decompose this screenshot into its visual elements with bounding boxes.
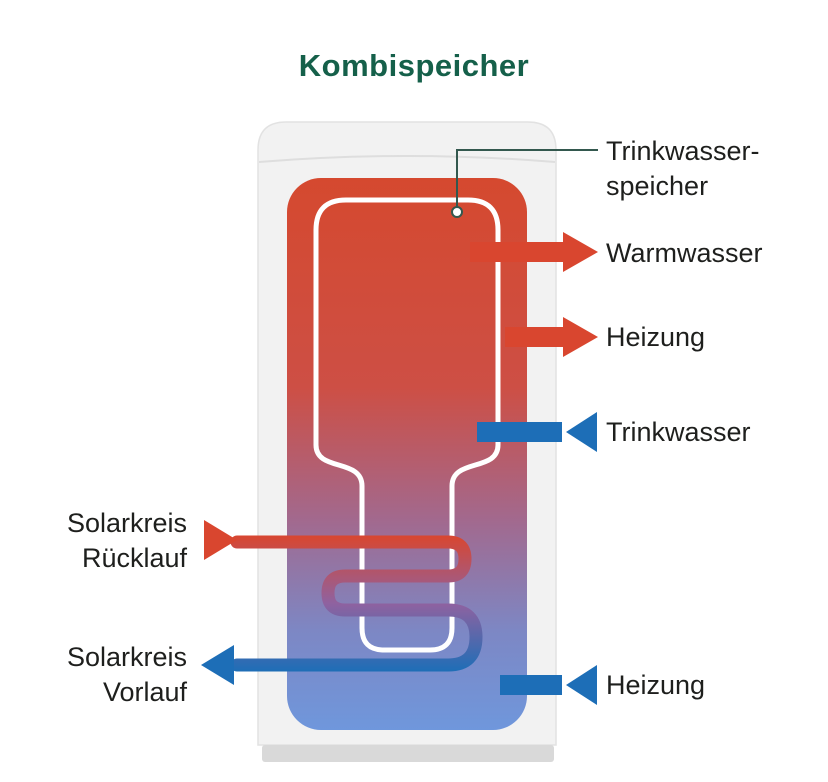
label-heizung-bottom: Heizung (606, 670, 706, 700)
label-trinkwasserspeicher-line1: Trinkwasser- (606, 136, 760, 166)
inner-tank-connector-line (456, 149, 598, 207)
label-trinkwasser: Trinkwasser (606, 417, 751, 447)
tank-lid-seam-line (258, 155, 556, 163)
inner-tank-outline (313, 197, 501, 653)
page-title: Kombispeicher (298, 48, 530, 83)
tank-inner-gradient (287, 178, 527, 730)
label-solarkreis-ruecklauf-line2: Rücklauf (81, 543, 187, 573)
solar-ruecklauf-arrow-head (204, 520, 237, 560)
label-solarkreis-vorlauf: Solarkreis Vorlauf (0, 640, 187, 710)
label-warmwasser: Warmwasser (606, 238, 763, 268)
trinkwasser-arrow-head (566, 412, 597, 452)
label-trinkwasserspeicher-line2: speicher (606, 171, 709, 201)
label-trinkwasserspeicher: Trinkwasser- speicher (606, 134, 760, 204)
label-solarkreis-vorlauf-line2: Vorlauf (102, 677, 187, 707)
heizung-top-arrow-shaft (505, 327, 563, 347)
label-solarkreis-ruecklauf: Solarkreis Rücklauf (0, 506, 187, 576)
heizung-top-arrow-head (563, 317, 598, 357)
solar-vorlauf-arrow-head (201, 645, 234, 685)
solar-coil-pipe (230, 535, 483, 672)
heizung-bottom-arrow-shaft (500, 675, 562, 695)
trinkwasser-arrow-shaft (477, 422, 562, 442)
label-solarkreis-vorlauf-line1: Solarkreis (66, 642, 187, 672)
inner-tank-connector-dot (451, 206, 463, 218)
label-heizung-top: Heizung (606, 322, 706, 352)
heizung-bottom-arrow-head (566, 665, 597, 705)
label-solarkreis-ruecklauf-line1: Solarkreis (66, 508, 187, 538)
warmwasser-arrow-shaft (470, 242, 563, 262)
tank-base (262, 745, 554, 762)
warmwasser-arrow-head (563, 232, 598, 272)
